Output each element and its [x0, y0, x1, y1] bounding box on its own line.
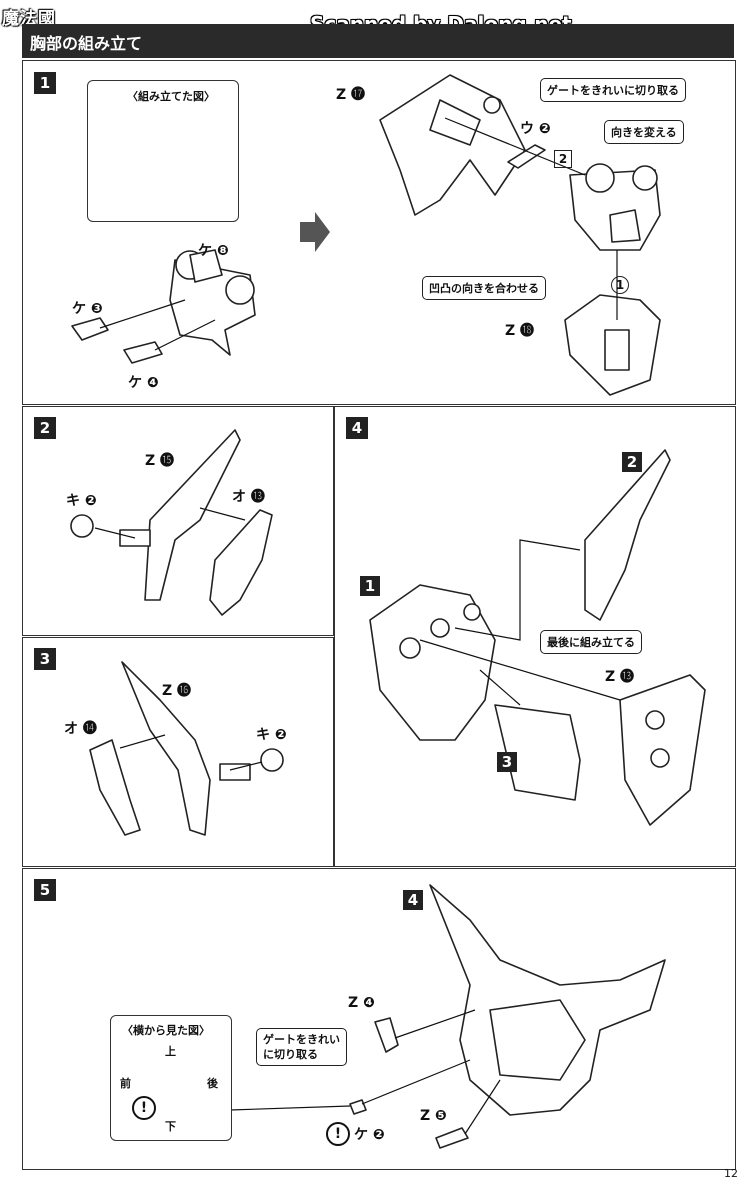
label-ki2-step3: キ ❷ — [256, 727, 287, 743]
block-ke3 — [71, 317, 109, 341]
note-cut-gate: ゲートをきれいに切り取る — [540, 78, 686, 102]
label-ke2: ケ ❷ — [354, 1127, 385, 1143]
wing-z16 — [121, 661, 211, 836]
step-arrow — [300, 212, 330, 252]
head-assembly — [429, 884, 666, 1116]
ref-step-2: 2 — [622, 452, 642, 472]
step-1-number: 1 — [34, 72, 56, 94]
label-z18: Z ⓲ — [505, 323, 535, 339]
block-ke4 — [123, 341, 163, 364]
ref-step-4: 4 — [403, 890, 423, 910]
label-z15: Z ⓯ — [145, 453, 175, 469]
label-z13: Z ⓭ — [605, 669, 635, 685]
side-view-inset — [110, 1015, 232, 1141]
part-z17-shell — [379, 74, 526, 216]
wing-o14 — [89, 739, 141, 836]
direction-front: 前 — [120, 1077, 131, 1090]
label-ke4: ケ ❹ — [128, 375, 159, 391]
step-4-number: 4 — [346, 417, 368, 439]
label-ke8: ケ ❽ — [198, 243, 229, 259]
caution-icon-inset: ! — [132, 1096, 156, 1120]
step-5-number: 5 — [34, 879, 56, 901]
wing-o13 — [209, 509, 273, 616]
note-cut-gate-step5: ゲートをきれい に切り取る — [256, 1028, 347, 1066]
wing-assembly-3 — [494, 704, 581, 801]
label-z17: Z ⓱ — [336, 87, 366, 103]
note-assemble-last: 最後に組み立てる — [540, 630, 642, 654]
part-ke2 — [349, 1099, 367, 1115]
caution-icon-ke2: ! — [326, 1122, 350, 1146]
ref-step-3: 3 — [497, 752, 517, 772]
label-z16: Z ⓰ — [162, 683, 192, 699]
label-z5: Z ❺ — [420, 1108, 447, 1124]
ref-hex-2: 2 — [554, 150, 572, 168]
assembled-shell — [369, 584, 496, 741]
wing-z15 — [144, 429, 241, 601]
wing-assembly-2 — [584, 449, 671, 621]
label-o14: オ ⓮ — [64, 721, 97, 737]
note-align-notches: 凹凸の向きを合わせる — [422, 276, 546, 300]
ref-step-1: 1 — [360, 576, 380, 596]
direction-down: 下 — [165, 1120, 176, 1133]
label-z4: Z ❹ — [348, 995, 375, 1011]
page-number: 12 — [724, 1167, 738, 1180]
direction-back: 後 — [207, 1077, 218, 1090]
assembled-view-title: 〈組み立てた図〉 — [127, 90, 215, 103]
side-view-title: 〈横から見た図〉 — [122, 1024, 210, 1037]
note-change-direction: 向きを変える — [604, 120, 684, 144]
label-o13: オ ⓭ — [232, 489, 265, 505]
label-ki2-step2: キ ❷ — [66, 493, 97, 509]
step-2-number: 2 — [34, 417, 56, 439]
label-u2: ウ ❷ — [520, 121, 551, 137]
step-3-number: 3 — [34, 648, 56, 670]
ref-circle-1: 1 — [611, 276, 629, 294]
part-z5 — [435, 1127, 469, 1149]
section-title: 胸部の組み立て — [30, 34, 143, 53]
label-ke3: ケ ❸ — [72, 301, 103, 317]
part-z4 — [374, 1017, 399, 1053]
header-bar — [22, 24, 734, 58]
assembled-view-inset — [87, 80, 239, 222]
direction-up: 上 — [165, 1045, 176, 1058]
